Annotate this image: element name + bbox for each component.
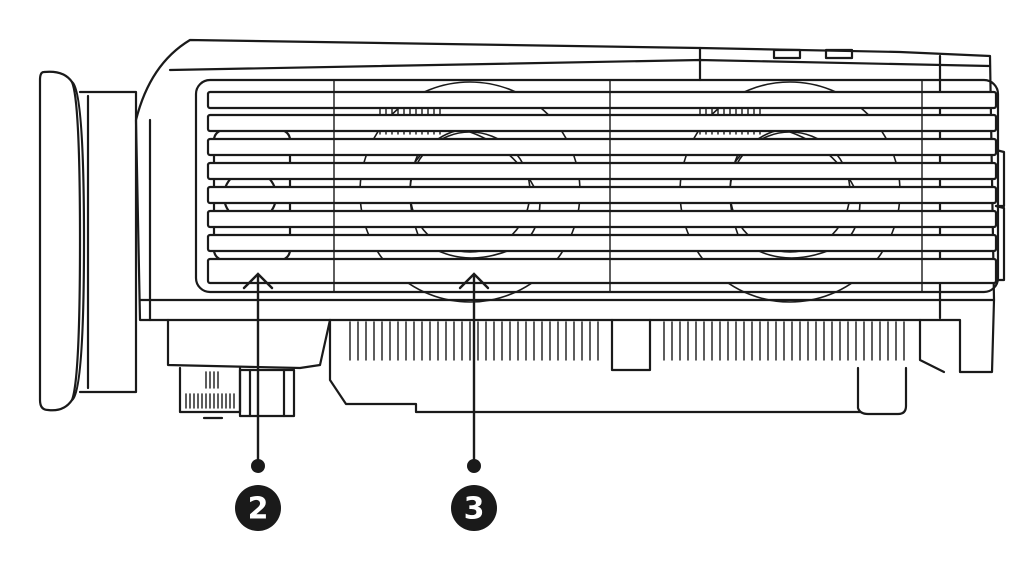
- callout-3: 3: [451, 272, 497, 531]
- projector-housing: [134, 38, 1006, 374]
- callout-3-dot: [467, 459, 481, 473]
- intake-vent-grille: [194, 78, 1000, 294]
- adjustable-foot: [238, 368, 296, 418]
- callout-3-badge: [451, 485, 497, 531]
- callout-2: 2: [235, 272, 281, 531]
- callout-2-badge: [235, 485, 281, 531]
- callout-2-arrowhead: [242, 272, 274, 290]
- callout-2-number: 2: [248, 492, 269, 527]
- rear-foot: [856, 366, 908, 416]
- lens-ring: [38, 70, 138, 412]
- callout-2-dot: [251, 459, 265, 473]
- callout-3-number: 3: [464, 492, 485, 527]
- callout-3-arrowhead: [458, 272, 490, 290]
